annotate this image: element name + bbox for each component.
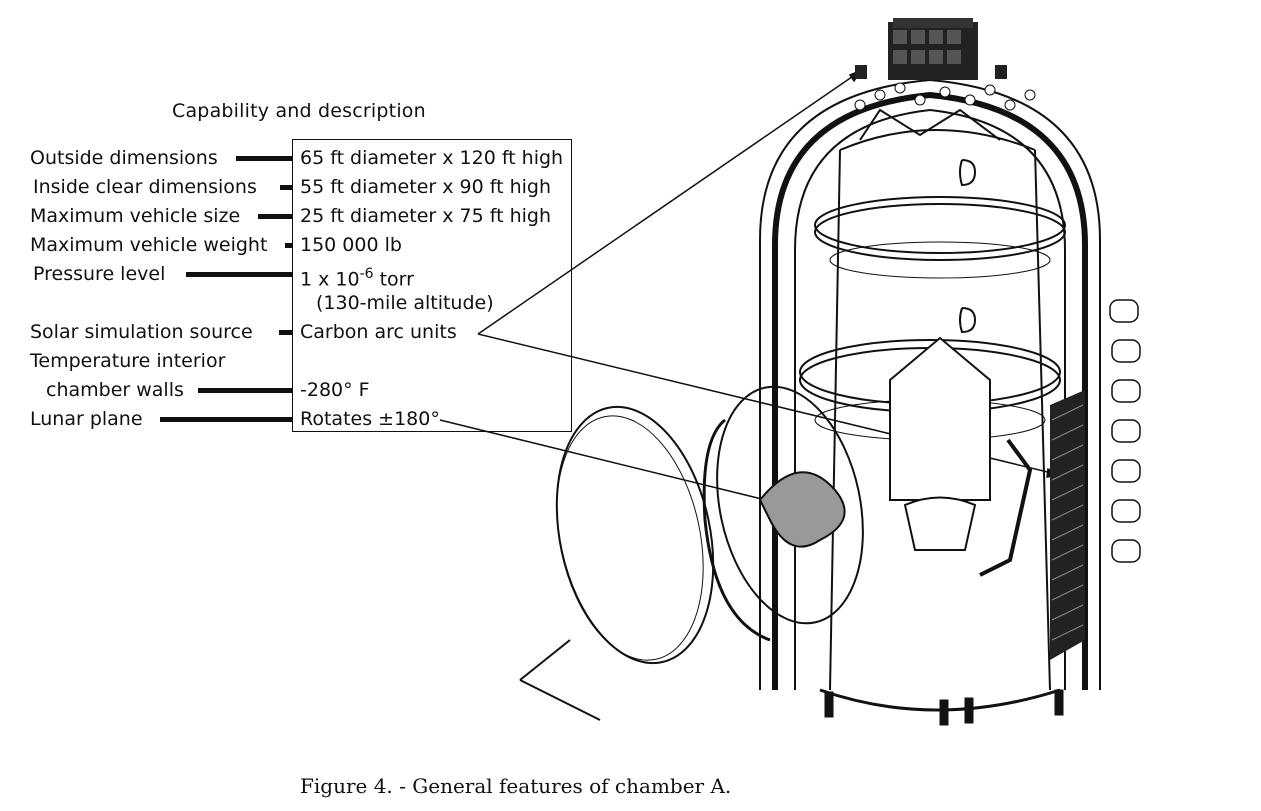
hatch-loops — [959, 159, 977, 334]
leader-bar — [280, 185, 292, 190]
spec-altitude: (130-mile altitude) — [316, 292, 494, 314]
figure-caption: Figure 4. - General features of chamber … — [300, 774, 732, 798]
leader-bar — [285, 243, 292, 248]
label-maximum-vehicle-weight: Maximum vehicle weight — [30, 234, 268, 256]
spec-maximum-vehicle-weight: 150 000 lb — [300, 234, 402, 256]
spec-lunar-plane: Rotates ±180° — [300, 408, 440, 430]
spec-maximum-vehicle-size: 25 ft diameter x 75 ft high — [300, 205, 551, 227]
side-door — [519, 385, 864, 721]
label-inside-clear-dimensions: Inside clear dimensions — [33, 176, 257, 198]
label-outside-dimensions: Outside dimensions — [30, 147, 218, 169]
spec-pressure-base: 1 x 10 — [300, 268, 360, 291]
spec-box — [292, 139, 572, 432]
label-solar-simulation-source: Solar simulation source — [30, 321, 253, 343]
label-maximum-vehicle-size: Maximum vehicle size — [30, 205, 241, 227]
spec-pressure-exponent: -6 — [359, 266, 374, 282]
spec-pressure-unit: torr — [373, 268, 414, 291]
leader-bar — [160, 417, 292, 422]
test-vehicle — [889, 336, 991, 551]
chamber-base — [819, 688, 1064, 726]
label-lunar-plane: Lunar plane — [30, 408, 143, 430]
leader-bar — [236, 156, 292, 161]
spec-outside-dimensions: 65 ft diameter x 120 ft high — [300, 147, 564, 169]
inner-cutaway — [829, 108, 1051, 691]
leader-bar — [258, 214, 292, 219]
cryopanels — [1050, 299, 1141, 660]
leader-bar — [279, 330, 292, 335]
leader-bar — [186, 272, 292, 277]
spec-inside-clear-dimensions: 55 ft diameter x 90 ft high — [300, 176, 551, 198]
spec-pressure-level: 1 x 10-6 torr — [300, 263, 414, 290]
label-temperature-interior: Temperature interior — [30, 350, 226, 372]
label-pressure-level: Pressure level — [33, 263, 166, 285]
spec-solar-simulation-source: Carbon arc units — [300, 321, 457, 343]
spec-chamber-walls-temperature: -280° F — [300, 379, 370, 401]
leader-bar — [198, 388, 292, 393]
top-manifold — [854, 18, 1036, 111]
table-heading: Capability and description — [172, 100, 426, 122]
label-chamber-walls: chamber walls — [46, 379, 184, 401]
